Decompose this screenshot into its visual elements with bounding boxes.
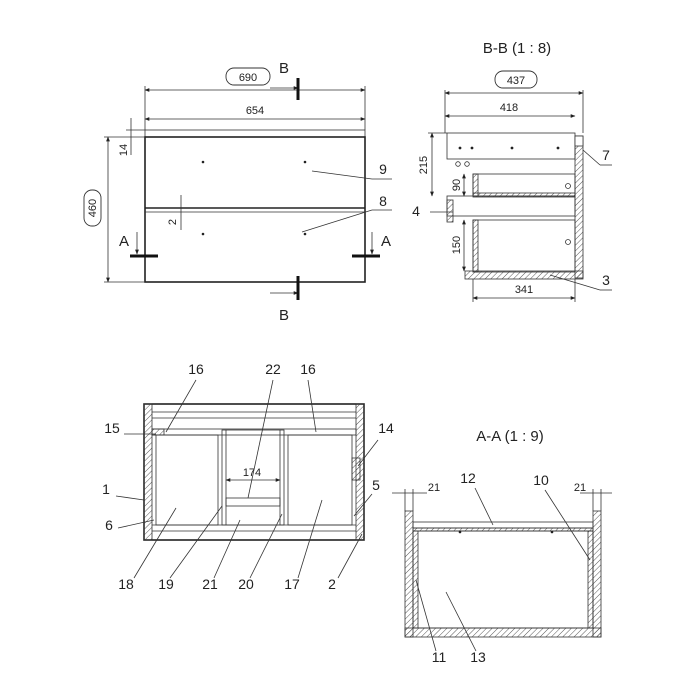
section-a-right-label: A	[381, 233, 391, 250]
dim-inner-width: 654	[246, 105, 264, 117]
bb-lower-drawer	[472, 219, 576, 273]
callout-14: 14	[378, 420, 394, 436]
callout-20: 20	[238, 576, 254, 592]
callout-3: 3	[602, 272, 610, 288]
callout-10: 10	[533, 472, 549, 488]
callout-11: 11	[432, 649, 447, 665]
dim-gap: 2	[167, 219, 179, 225]
callout-21: 21	[202, 576, 218, 592]
dim-height: 460	[87, 199, 99, 217]
callout-16a: 16	[188, 361, 204, 377]
callout-18: 18	[118, 576, 134, 592]
dim-bubble-690	[225, 67, 271, 86]
callout-22: 22	[265, 361, 281, 377]
section-b-top-label: B	[279, 60, 289, 77]
dim-overall-width: 690	[239, 72, 257, 84]
section-bb-title: B-B (1 : 8)	[483, 40, 551, 57]
callout-16b: 16	[300, 361, 316, 377]
callout-6: 6	[105, 517, 113, 533]
callout-8: 8	[379, 193, 387, 209]
aa-bottom	[404, 627, 602, 638]
dim-upper-height: 215	[418, 156, 430, 174]
callout-1: 1	[102, 481, 110, 497]
aa-right-side	[592, 510, 602, 638]
section-a-left-label: A	[119, 233, 129, 250]
bb-bottom-panel	[464, 270, 584, 280]
front-view: 690 654 460 14 2 B B A A 9 8	[83, 60, 392, 324]
callout-9: 9	[379, 161, 387, 177]
dim-depth: 418	[500, 102, 518, 114]
callout-5: 5	[372, 477, 380, 493]
dim-left-side: 21	[428, 482, 440, 494]
frame-left-bay	[155, 434, 219, 526]
top-panel	[144, 129, 366, 138]
dim-bubble-437	[494, 70, 538, 89]
section-bb: B-B (1 : 8) 437 418	[412, 40, 612, 302]
bb-side-panel	[574, 135, 584, 279]
callout-7: 7	[602, 147, 610, 163]
dim-lower-height: 150	[451, 236, 463, 254]
frame-handle	[351, 457, 361, 481]
dim-drawer-height: 90	[451, 179, 463, 191]
frame-left-side	[143, 403, 153, 541]
bb-handle	[446, 199, 454, 223]
callout-19: 19	[158, 576, 174, 592]
callout-17: 17	[284, 576, 300, 592]
section-aa-title: A-A (1 : 9)	[476, 428, 544, 445]
dim-inner: 174	[243, 467, 261, 479]
section-b-bottom-label: B	[279, 307, 289, 324]
callout-15: 15	[104, 420, 120, 436]
callout-2: 2	[328, 576, 336, 592]
callout-13: 13	[470, 649, 486, 665]
dim-top-thickness: 14	[118, 144, 130, 156]
section-aa: A-A (1 : 9) 21 21 12 10 11 13	[392, 428, 612, 665]
bb-top-rail	[446, 132, 576, 160]
frame-view: 174 16 22 16 15 14 1 6 5 18 19 21 20 17 …	[102, 361, 394, 592]
aa-cavity	[412, 530, 594, 629]
cabinet-body	[144, 136, 366, 283]
dim-bubble-460	[83, 189, 102, 227]
frame-right-bay	[287, 434, 353, 526]
dim-drawer-depth: 341	[515, 284, 533, 296]
callout-12: 12	[460, 470, 476, 486]
aa-left-side	[404, 510, 414, 638]
callout-4: 4	[412, 203, 420, 219]
dim-right-side: 21	[574, 482, 586, 494]
dim-depth-overall: 437	[507, 75, 525, 87]
